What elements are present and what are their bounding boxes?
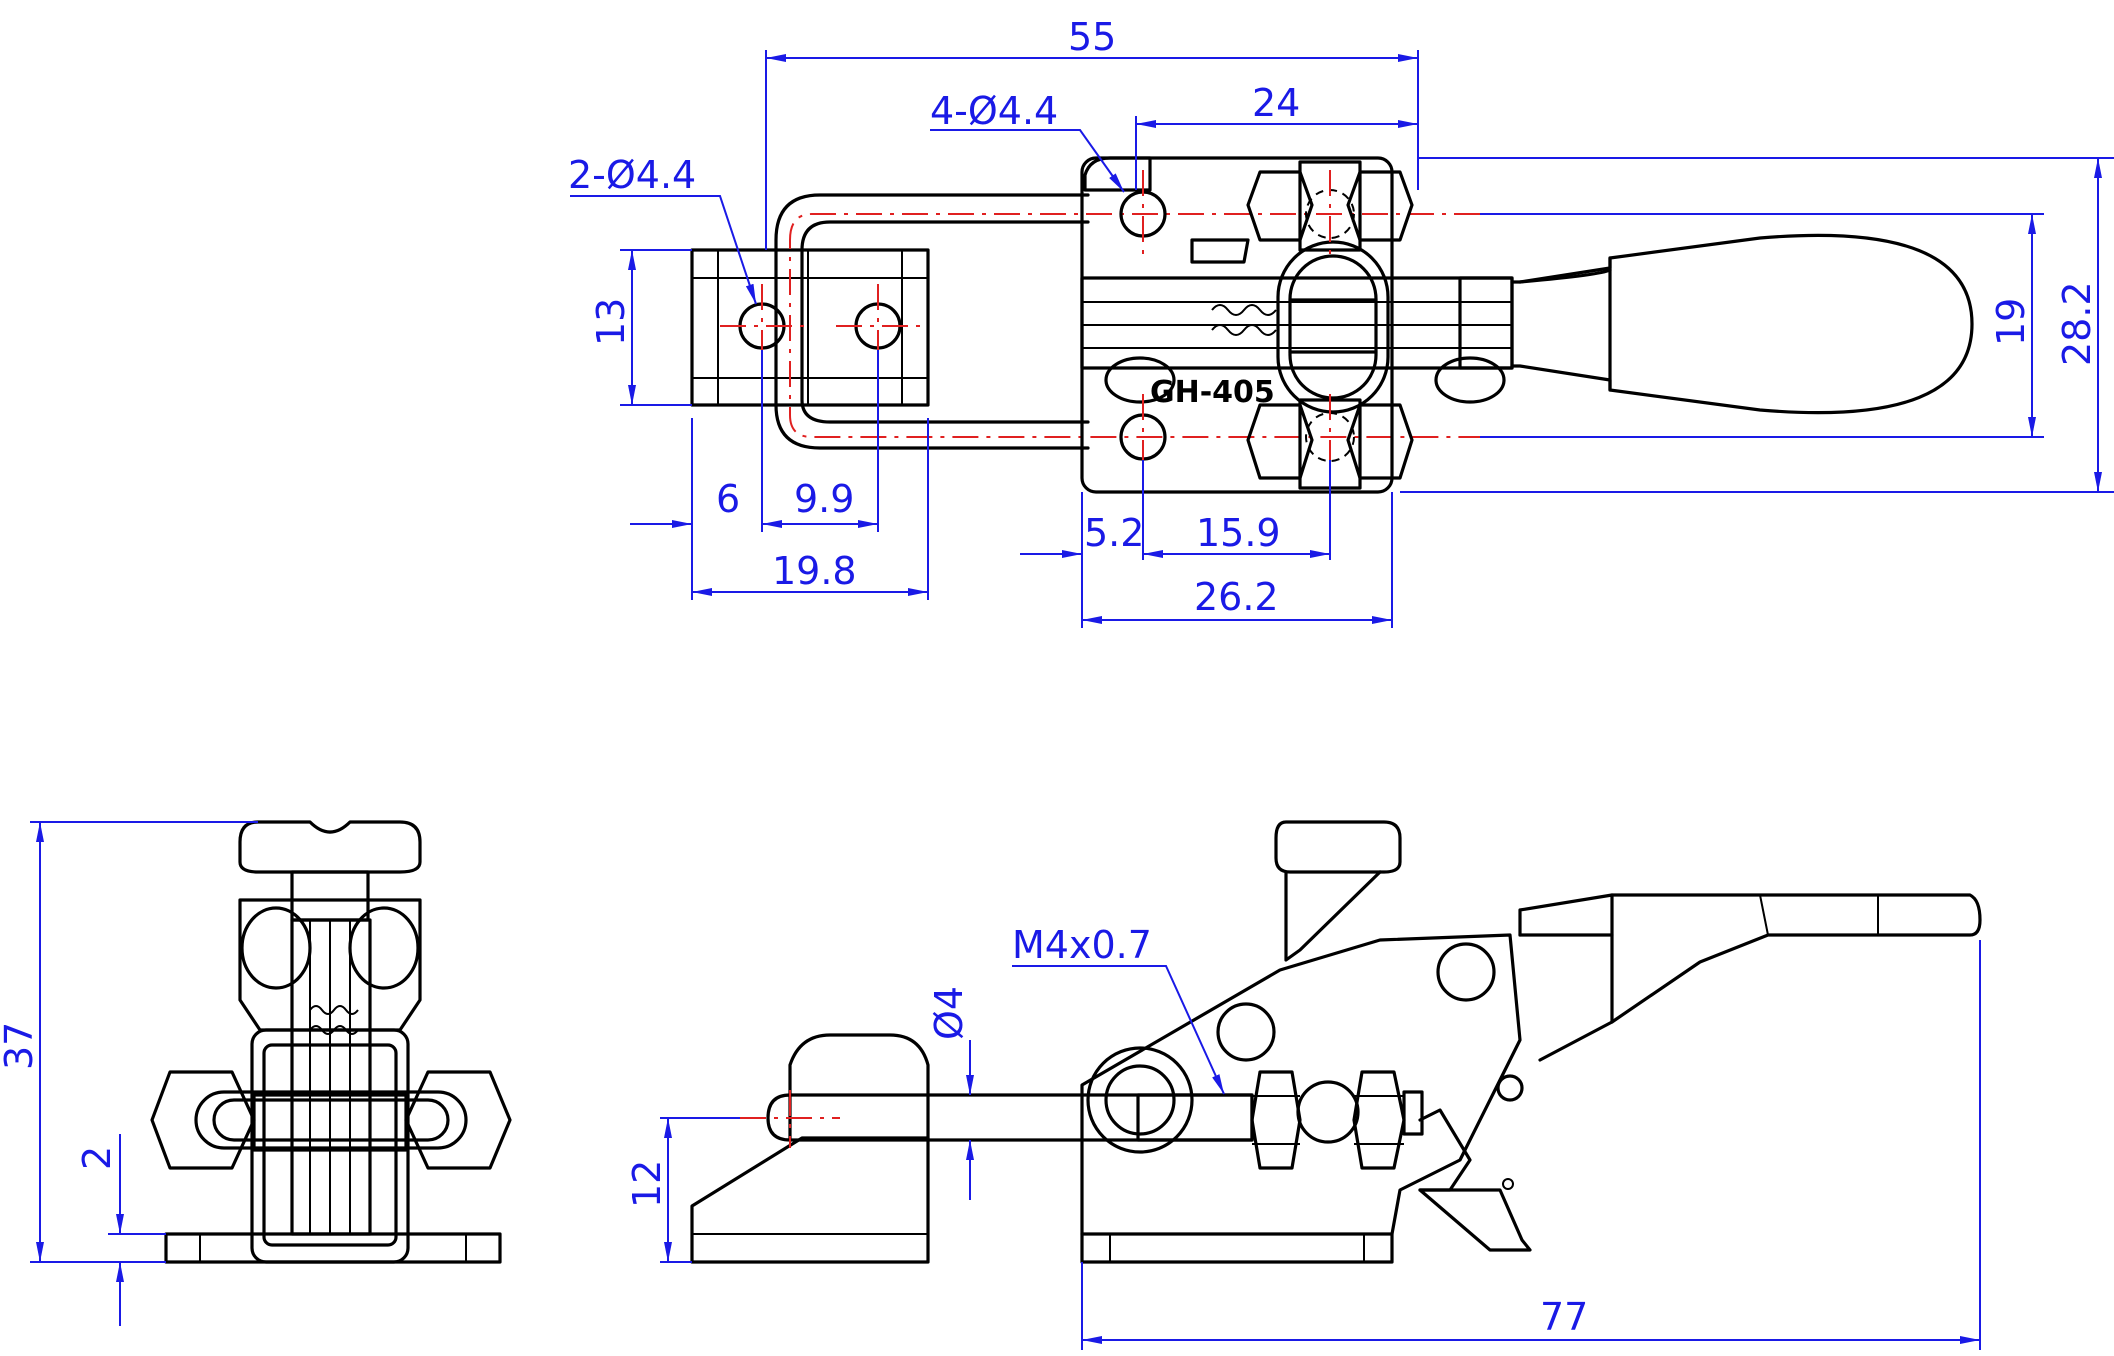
dim-mount-holes: 4-Ø4.4 (930, 89, 1058, 133)
dim-overall-height: 28.2 (2055, 281, 2099, 366)
dim-catch-height: 13 (589, 298, 633, 346)
catch-plate (690, 248, 930, 407)
top-view-dimensions: 55 24 4-Ø4.4 2-Ø4.4 13 6 9.9 19.8 5.2 (568, 15, 2114, 628)
side-view (690, 820, 1982, 1264)
clamp-base-top (1083, 156, 1152, 192)
part-number-stamp: GH-405 (1150, 375, 1275, 410)
dim-catch-pin-height: 12 (625, 1160, 669, 1208)
dim-base-hole-pitch: 15.9 (1196, 511, 1281, 555)
end-view-dimensions: 37 2 (0, 821, 258, 1326)
dim-base-thickness: 2 (75, 1146, 119, 1170)
dim-base-hole-offset: 5.2 (1084, 511, 1144, 555)
cam-knob (1276, 240, 1390, 414)
handle (1510, 233, 1974, 415)
dim-hook-spacing: 19 (1989, 298, 2033, 346)
dim-rod-diameter: Ø4 (927, 986, 971, 1040)
dim-catch-holes: 2-Ø4.4 (568, 153, 696, 197)
side-view-dimensions: Ø4 M4x0.7 12 77 (625, 923, 1981, 1350)
dim-catch-width: 19.8 (772, 549, 857, 593)
top-view: GH-405 (690, 156, 1974, 494)
dim-base-length: 26.2 (1194, 575, 1279, 619)
dim-overall-length: 77 (1540, 1295, 1588, 1339)
dim-thread: M4x0.7 (1012, 923, 1152, 967)
end-view (150, 820, 512, 1264)
u-hook (774, 193, 1090, 450)
dim-mount-spacing: 24 (1252, 81, 1300, 125)
dim-catch-hole-pitch: 9.9 (794, 477, 854, 521)
dim-catch-edge: 6 (716, 477, 740, 521)
dim-overall-width: 55 (1068, 15, 1116, 59)
dim-end-height: 37 (0, 1022, 41, 1070)
